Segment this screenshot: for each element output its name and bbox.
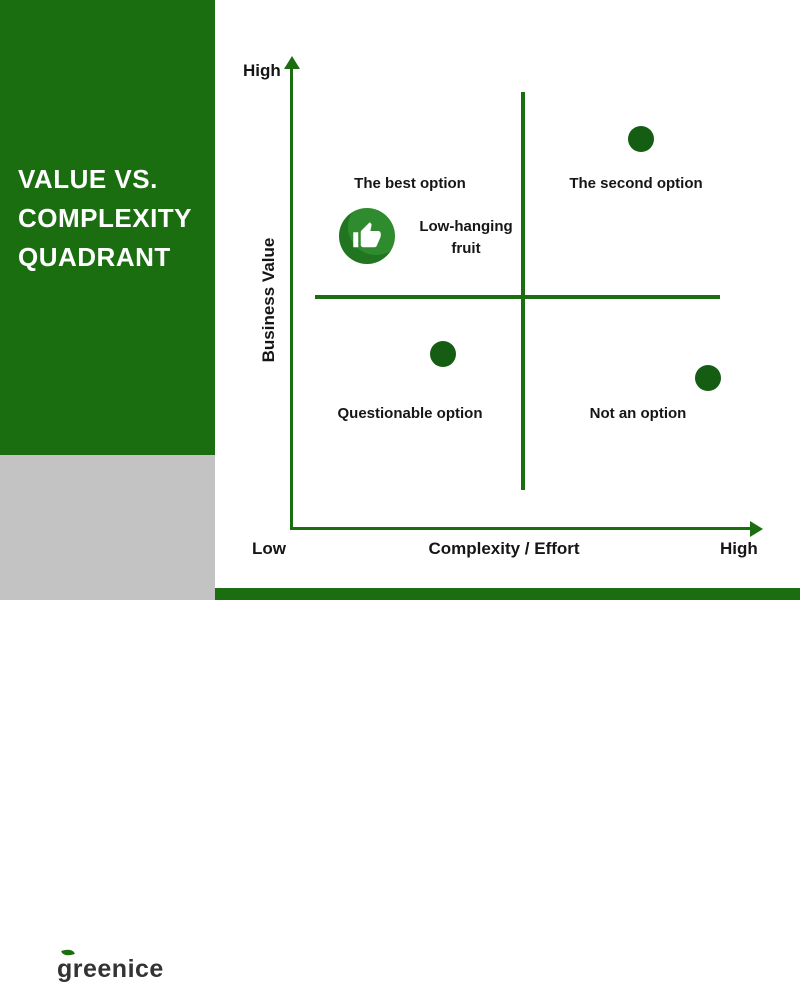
quadrant-label-second-option: The second option [569,175,703,192]
dot-questionable-option [430,341,456,367]
brand-logo: greenice [57,955,164,983]
y-axis-title: Business Value [259,237,278,363]
dot-second-option [628,126,654,152]
logo-box: greenice [0,455,215,983]
page-title-line-2: COMPLEXITY [18,203,193,233]
y-axis-high-label: High [243,61,281,80]
page-title: VALUE VS. COMPLEXITY QUADRANT [18,160,201,277]
badge-caption-line-1: Low-hanging [419,218,513,235]
x-axis-arrow-icon [750,521,763,537]
y-axis-arrow-icon [284,56,300,69]
quadrant-divider-horizontal [315,295,720,299]
y-axis-line [290,66,293,530]
x-axis-high-label: High [720,539,758,558]
quadrant-label-not-an-option: Not an option [589,405,687,422]
page-title-line-1: VALUE VS. [18,164,158,194]
dot-not-an-option [695,365,721,391]
badge-caption-line-2: fruit [451,240,481,257]
footer-accent-bar [215,588,800,600]
thumbs-up-icon [353,222,381,248]
quadrant-label-questionable-option: Questionable option [337,405,483,422]
quadrant-label-best-option: The best option [354,175,466,192]
badge-caption: Low-hanging fruit [411,216,521,260]
x-axis-line [290,527,752,530]
sidebar: VALUE VS. COMPLEXITY QUADRANT [0,0,215,455]
page-title-line-3: QUADRANT [18,242,171,272]
x-axis-low-label: Low [252,539,286,558]
best-option-badge [339,208,395,264]
quadrant-divider-vertical [521,92,525,490]
x-axis-title: Complexity / Effort [428,539,580,558]
